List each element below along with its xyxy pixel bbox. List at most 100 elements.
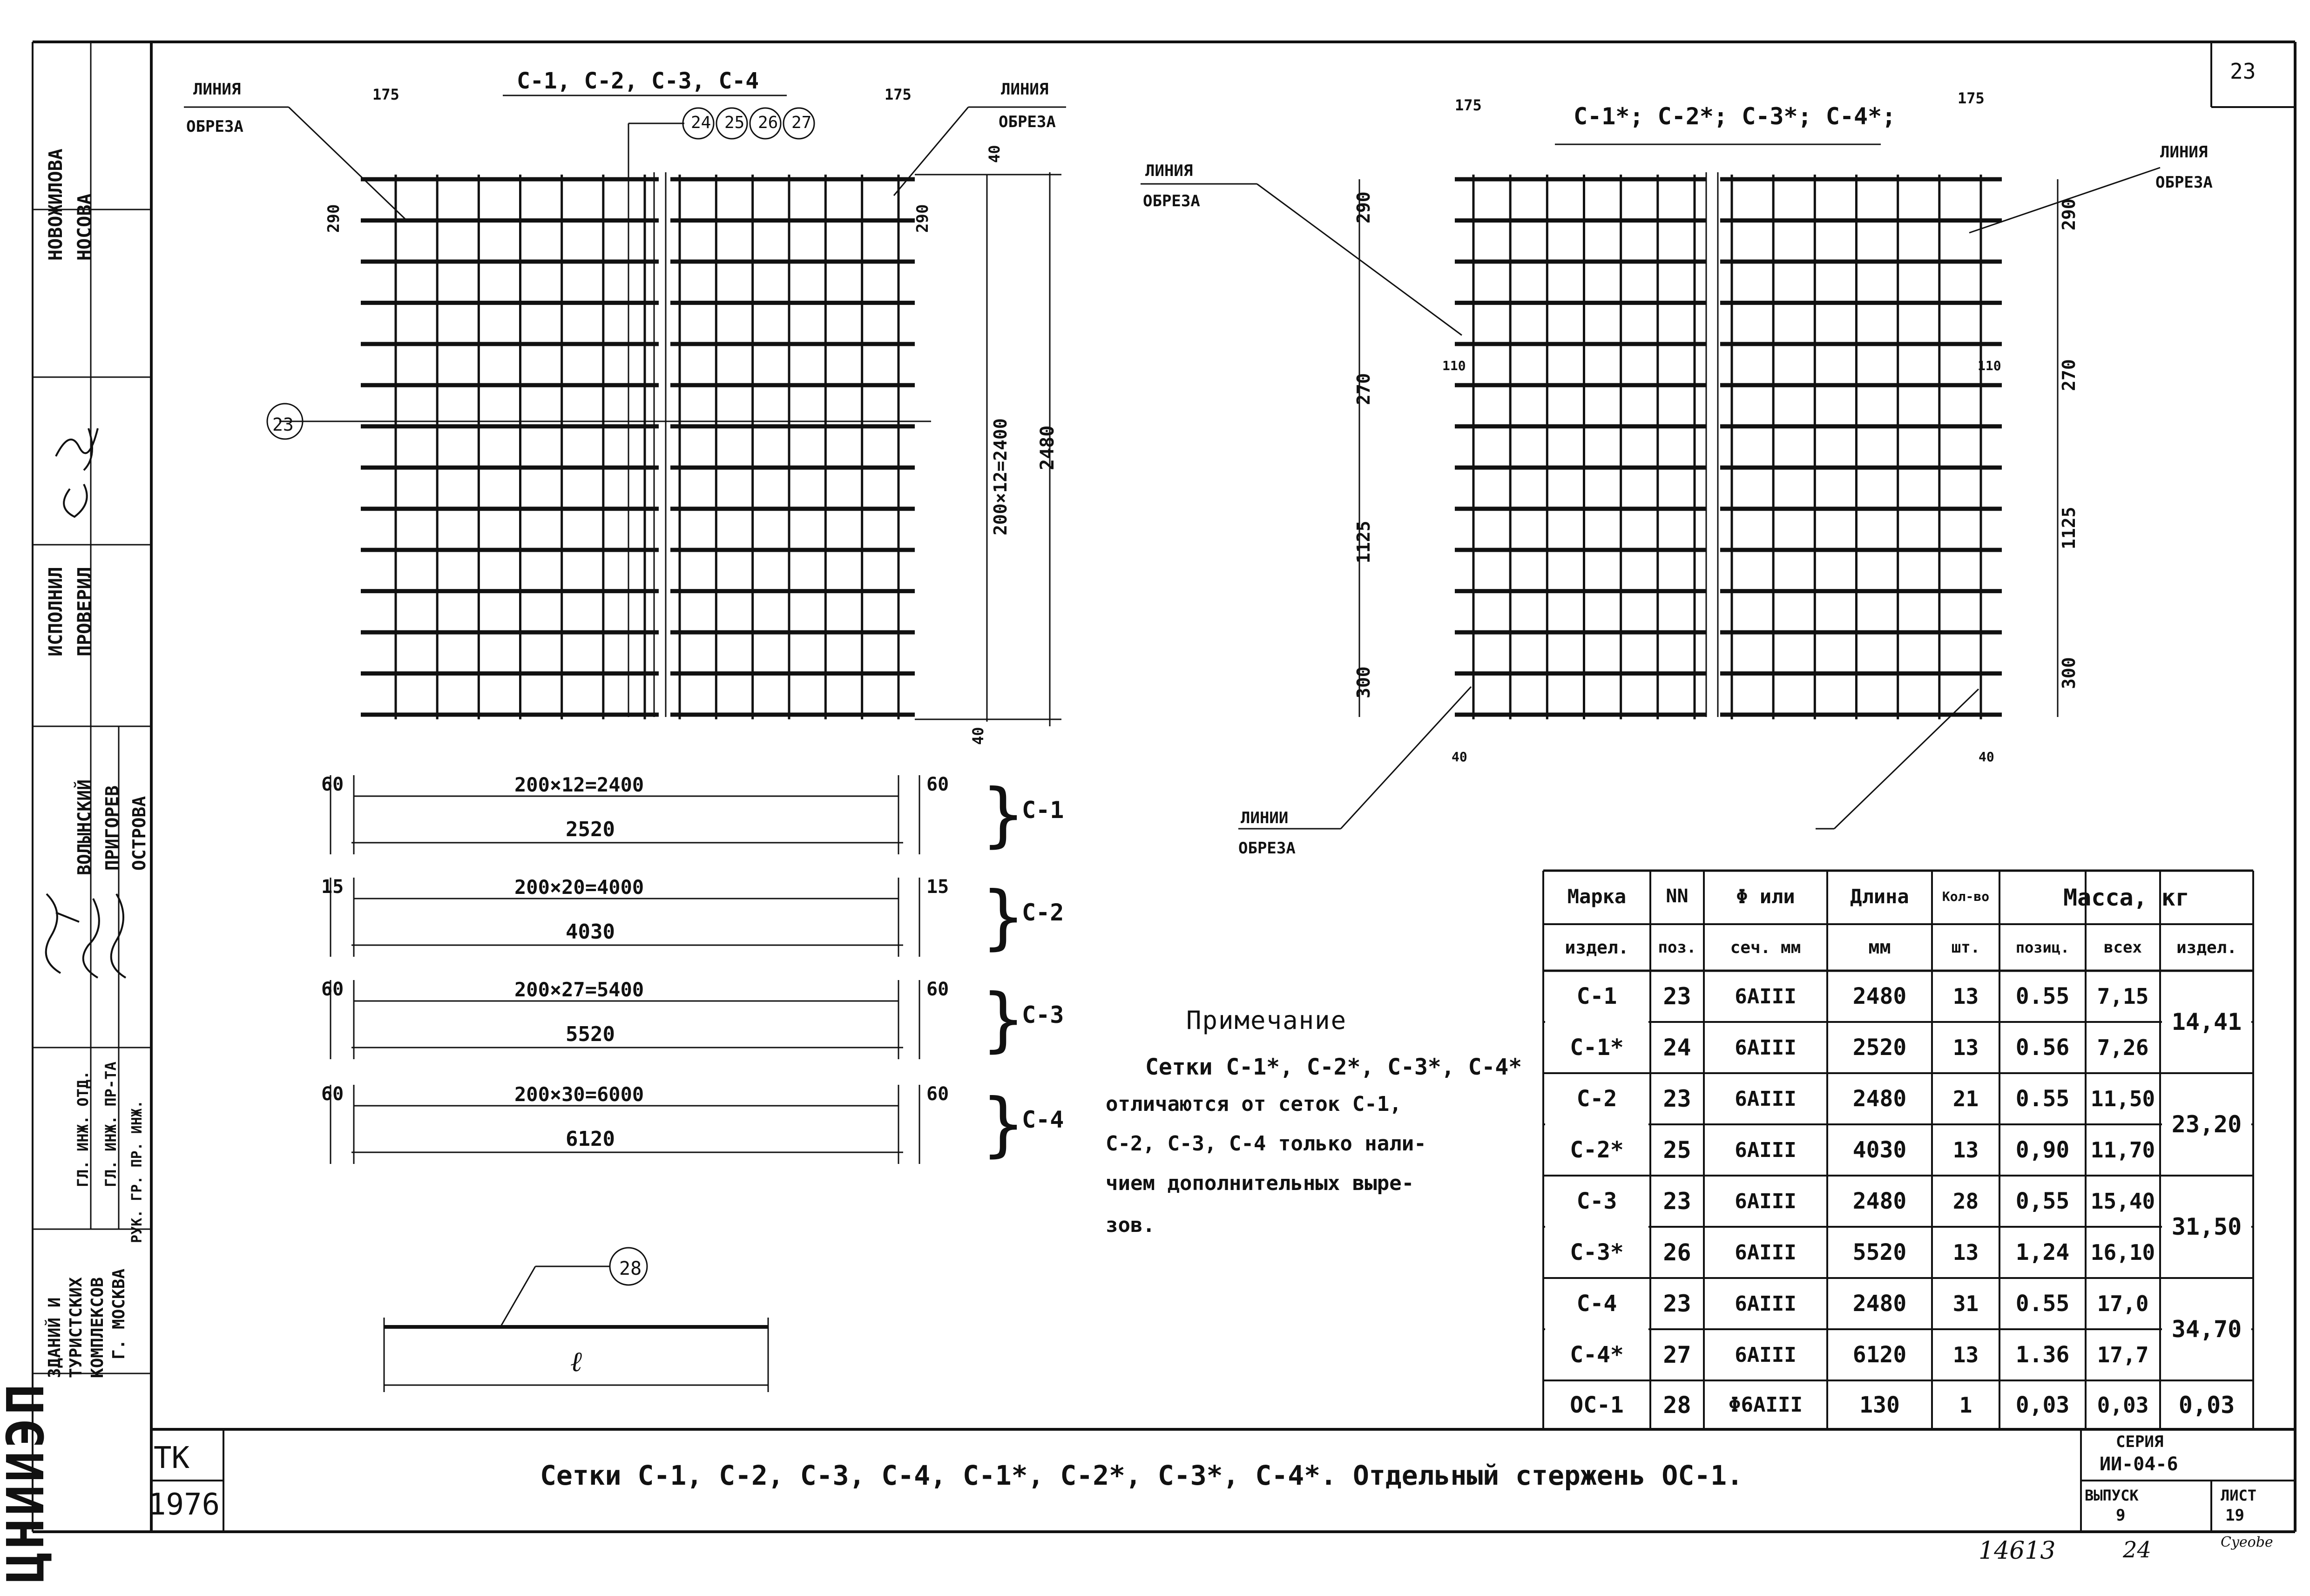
callout-25: 25 [724, 113, 745, 132]
spec-mass-all: 11,70 [2090, 1137, 2155, 1163]
right-cut-bottom-c [1833, 688, 1979, 830]
stamp-name-3: ОСТРОВА [129, 796, 149, 871]
right-dim-270-a: 270 [1353, 373, 1374, 405]
length-dim-top: 200×20=4000 [514, 876, 644, 899]
spec-pos: 23 [1663, 1085, 1691, 1112]
spec-mass-pos: 0,90 [2015, 1137, 2070, 1163]
spec-qty: 13 [1952, 1342, 1979, 1367]
spec-mark: С-1* [1570, 1035, 1624, 1061]
header-mass-item: издел. [2176, 938, 2237, 957]
spec-len: 2480 [1852, 1086, 1907, 1112]
spec-mass-pos: 1.36 [2015, 1342, 2070, 1368]
spec-qty: 13 [1952, 1137, 1979, 1163]
spec-mass-all: 17,0 [2097, 1291, 2149, 1316]
callout-26: 26 [758, 113, 778, 132]
left-dim-40-bottom: 40 [969, 727, 987, 745]
spec-qty: 13 [1952, 1035, 1979, 1060]
callout-27: 27 [791, 113, 812, 132]
stamp-role-3: РУК. ГР. ПР. ИНЖ. [129, 1100, 145, 1243]
callout-28-leader-b [500, 1266, 536, 1327]
callout-circle-27 [783, 107, 815, 140]
right-dim-175-b: 175 [1958, 89, 1985, 107]
spec-mass-pos: 0,55 [2015, 1188, 2070, 1214]
length-dim-right: 60 [926, 979, 949, 1000]
length-dim-left: 60 [321, 774, 344, 795]
right-cut-label-left-1: ЛИНИЯ [1145, 162, 1193, 180]
spec-dia: 6АIII [1735, 1035, 1797, 1060]
spec-dia: 6АIII [1735, 1087, 1797, 1111]
stamp-number: 14613 [1979, 1537, 2056, 1565]
spec-qty: 13 [1952, 984, 1979, 1009]
header-mass: Масса, кг [2063, 884, 2189, 911]
length-dim-mark: С-3 [1022, 1001, 1064, 1028]
right-dim-40-b: 40 [1979, 749, 1994, 764]
callout-circle-25 [716, 107, 748, 140]
issue-value: 9 [2116, 1506, 2126, 1525]
left-dim-290-b: 290 [913, 204, 932, 233]
header-qty: Кол-во [1942, 888, 1990, 904]
left-dim-2480: 2480 [1037, 425, 1058, 470]
spec-dia: 6АIII [1735, 1292, 1797, 1316]
series-label: СЕРИЯ [2116, 1433, 2164, 1451]
spec-mass-all: 16,10 [2090, 1240, 2155, 1265]
spec-dia: 6АIII [1735, 1343, 1797, 1367]
length-dim-mark: С-2 [1022, 899, 1064, 926]
callout-28: 28 [619, 1258, 642, 1279]
title-org: ТК [154, 1441, 190, 1475]
length-dim-mark: С-1 [1022, 797, 1064, 824]
left-dim-2400: 200×12=2400 [990, 418, 1011, 535]
stamp-copy: 24 [2123, 1537, 2152, 1563]
right-dim-290-a: 290 [1353, 191, 1374, 223]
institute-logo: ЦНИИЭП [0, 1381, 55, 1583]
page-number: 23 [2230, 59, 2256, 84]
org-line-1: ЗДАНИЙ И [45, 1297, 64, 1378]
spec-qty: 21 [1952, 1086, 1979, 1111]
spec-len: 5520 [1852, 1239, 1907, 1265]
spec-mark: С-1 [1576, 983, 1617, 1009]
spec-dia: Φ6АIII [1729, 1393, 1803, 1417]
right-title: С-1*; С-2*; С-3*; С-4*; [1574, 103, 1896, 130]
spec-len: 2480 [1852, 983, 1907, 1009]
spec-pos: 23 [1663, 1188, 1691, 1215]
spec-mass-pos: 1,24 [2015, 1239, 2070, 1265]
right-cut-label-left-2: ОБРЕЗА [1143, 192, 1200, 210]
stamp-name-1: ВОЛЫНСКИЙ [74, 779, 95, 875]
spec-len: 4030 [1852, 1137, 1907, 1163]
spec-mass-all: 7,26 [2097, 1035, 2149, 1060]
length-dim-top: 200×30=6000 [514, 1083, 644, 1106]
checker-name-2: НОСОВА [74, 193, 95, 261]
spec-qty: 31 [1952, 1291, 1979, 1316]
cut-leader-b [288, 106, 406, 220]
spec-mark: С-2 [1576, 1086, 1617, 1112]
spec-mark: С-3 [1576, 1188, 1617, 1214]
right-cut-leader-c [1969, 167, 2161, 234]
spec-mass-all: 7,15 [2097, 984, 2149, 1009]
right-dim-110-b: 110 [1978, 358, 2001, 373]
spec-qty: 13 [1952, 1240, 1979, 1265]
spec-len: 2480 [1852, 1291, 1907, 1317]
sheet-value: 19 [2225, 1506, 2244, 1525]
left-title: С-1, С-2, С-3, С-4 [517, 68, 759, 94]
series-value: ИИ-04-6 [2100, 1454, 2178, 1475]
header-mass-all: всех [2104, 938, 2142, 957]
spec-mass-pos: 0.55 [2015, 1291, 2070, 1317]
spec-mass-item: 34,70 [2171, 1316, 2242, 1343]
right-dim-290-b: 290 [2059, 198, 2079, 230]
brace: } [982, 774, 1025, 855]
callout-24: 24 [691, 113, 711, 132]
spec-pos: 26 [1663, 1239, 1691, 1266]
length-dim-left: 60 [321, 979, 344, 1000]
right-dim-110-a: 110 [1442, 358, 1466, 373]
brace: } [982, 979, 1025, 1060]
spec-mass-all: 0,03 [2097, 1392, 2149, 1418]
brace: } [982, 1084, 1025, 1165]
stamp-role-1: ГЛ. ИНЖ. ОТД. [74, 1070, 92, 1187]
spec-dia: 6АIII [1735, 984, 1797, 1008]
spec-len: 130 [1859, 1392, 1900, 1418]
spec-mass-pos: 0.55 [2015, 1086, 2070, 1112]
length-dim-left: 15 [321, 876, 344, 898]
cut-leader-c [893, 107, 969, 196]
callout-circle-23 [266, 403, 304, 440]
checked-role-2: ПРОВЕРИЛ [74, 567, 95, 656]
